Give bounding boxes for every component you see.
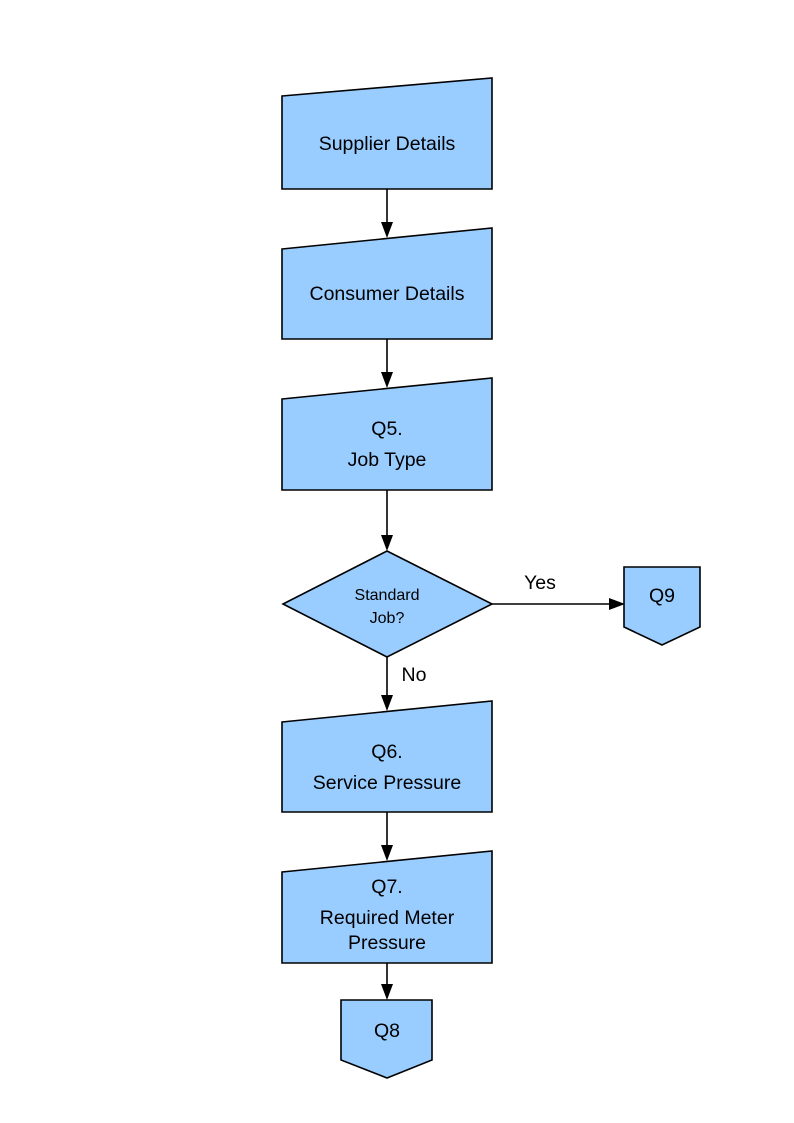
edge-supplier-to-consumer: [381, 189, 393, 238]
consumer-details-label: Consumer Details: [310, 283, 465, 305]
q5-job-type-label-line2: Job Type: [348, 449, 427, 471]
arrow-head-icon: [609, 598, 625, 610]
arrow-head-icon: [381, 845, 393, 861]
q6-service-pressure-label-line2: Service Pressure: [313, 772, 461, 794]
standard-job-decision-shape[interactable]: [281, 550, 494, 658]
q7-required-meter-pressure-label-line3: Pressure: [348, 932, 426, 954]
node-q7-required-meter-pressure[interactable]: Q7. Required Meter Pressure: [281, 850, 493, 964]
standard-job-decision-label-line1: Standard: [355, 587, 420, 604]
q5-job-type-shape[interactable]: [281, 377, 493, 491]
q8-shape[interactable]: [340, 999, 433, 1079]
edge-label-no: No: [402, 664, 427, 686]
q5-job-type-label-line1: Q5.: [371, 418, 402, 440]
arrow-head-icon: [381, 372, 393, 388]
node-q5-job-type[interactable]: Q5. Job Type: [281, 377, 493, 491]
node-q9[interactable]: Q9: [623, 566, 701, 646]
standard-job-decision-label-line2: Job?: [370, 610, 405, 627]
q7-required-meter-pressure-label-line1: Q7.: [371, 876, 402, 898]
edge-consumer-to-q5: [381, 339, 393, 388]
q7-required-meter-pressure-shape[interactable]: [281, 850, 493, 964]
consumer-details-shape[interactable]: [281, 227, 493, 340]
edge-decision-to-q9: [492, 598, 625, 610]
edge-decision-to-q6: [381, 657, 393, 711]
node-standard-job-decision[interactable]: Standard Job?: [281, 550, 494, 658]
node-consumer-details[interactable]: Consumer Details: [281, 227, 493, 340]
q9-label: Q9: [649, 585, 675, 607]
supplier-details-shape[interactable]: [281, 77, 493, 190]
arrow-head-icon: [381, 984, 393, 1000]
edge-q6-to-q7: [381, 812, 393, 861]
q9-shape[interactable]: [623, 566, 701, 646]
node-supplier-details[interactable]: Supplier Details: [281, 77, 493, 190]
q6-service-pressure-label-line1: Q6.: [371, 741, 402, 763]
arrow-head-icon: [381, 535, 393, 551]
edge-q5-to-decision: [381, 490, 393, 551]
q6-service-pressure-shape[interactable]: [281, 700, 493, 813]
supplier-details-label: Supplier Details: [319, 133, 456, 155]
q8-label: Q8: [374, 1020, 400, 1042]
node-q8[interactable]: Q8: [340, 999, 433, 1079]
edge-q7-to-q8: [381, 963, 393, 1000]
q7-required-meter-pressure-label-line2: Required Meter: [320, 907, 455, 929]
arrow-head-icon: [381, 695, 393, 711]
node-q6-service-pressure[interactable]: Q6. Service Pressure: [281, 700, 493, 813]
edge-label-yes: Yes: [524, 572, 556, 594]
arrow-head-icon: [381, 222, 393, 238]
